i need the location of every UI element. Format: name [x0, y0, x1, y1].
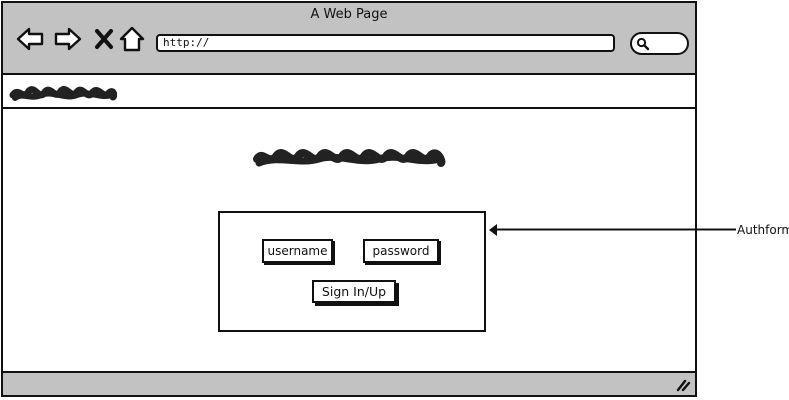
resize-grip-icon[interactable] [675, 378, 691, 392]
magnifier-icon [636, 37, 650, 51]
authform-container: username password Sign In/Up [218, 211, 486, 332]
close-icon[interactable] [91, 25, 121, 53]
back-arrow-icon[interactable] [15, 25, 45, 53]
home-icon[interactable] [117, 25, 147, 53]
browser-window: A Web Page http:// [1, 1, 697, 397]
authform-annotation-label: Authform [737, 223, 789, 237]
browser-statusbar [3, 371, 695, 395]
sign-in-up-button[interactable]: Sign In/Up [312, 280, 396, 303]
page-header-bar [3, 75, 695, 109]
password-input[interactable]: password [363, 239, 439, 263]
window-title: A Web Page [310, 7, 388, 22]
address-bar[interactable]: http:// [156, 34, 615, 52]
page-heading-scribble [253, 149, 446, 167]
callout-arrowhead-icon [489, 224, 497, 236]
search-button[interactable] [630, 32, 689, 55]
browser-toolbar: A Web Page http:// [3, 3, 695, 75]
username-input[interactable]: username [262, 239, 333, 263]
header-logo-scribble [9, 86, 117, 101]
forward-arrow-icon[interactable] [53, 25, 83, 53]
